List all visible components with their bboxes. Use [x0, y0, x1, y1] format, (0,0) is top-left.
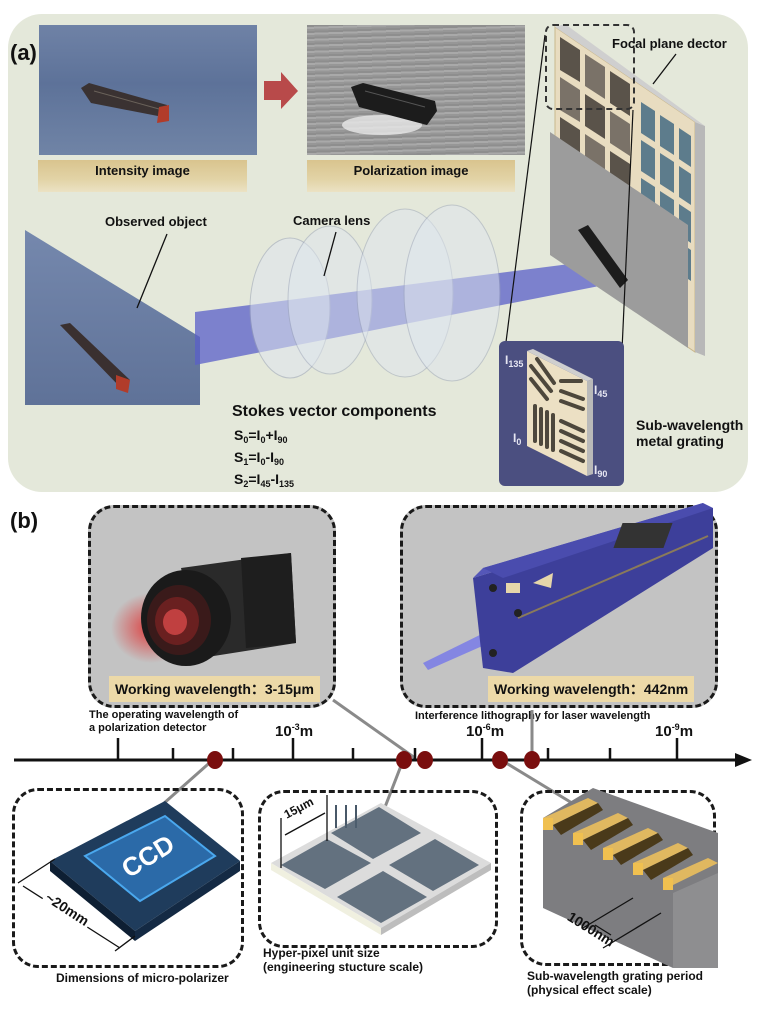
- laser-box: Working wavelength：442nm: [400, 503, 718, 708]
- boat-icon: [81, 83, 169, 123]
- grating-period-caption: Sub-wavelength grating period (physical …: [527, 969, 703, 997]
- stokes-equation-2: S2=I45-I135: [234, 471, 295, 489]
- boat-icon: [342, 83, 437, 135]
- marker-laser: [524, 751, 540, 769]
- stokes-equation-1: S1=I0-I90: [234, 449, 285, 467]
- observed-object-label: Observed object: [105, 214, 207, 229]
- grating-caption-line2: (physical effect scale): [527, 983, 652, 997]
- focal-plane-leader-line: [652, 53, 677, 85]
- ccd-box: CCD ~20mm: [12, 788, 244, 968]
- grating-caption-line1: Sub-wavelength grating period: [527, 969, 704, 983]
- panel-b-label: (b): [10, 508, 39, 533]
- camera-lens-label: Camera lens: [293, 213, 371, 228]
- observed-object-leader-line: [136, 233, 168, 309]
- boat-icon: [578, 225, 628, 288]
- marker-pixel: [396, 751, 412, 769]
- hyper-pixel-box: 15μm: [258, 790, 498, 948]
- marker-grating: [492, 751, 508, 769]
- focal-plane-label: Focal plane dector: [612, 36, 727, 51]
- pixel-caption-line1: Hyper-pixel unit size: [263, 946, 380, 960]
- hyper-pixel-caption: Hyper-pixel unit size (engineering stuct…: [263, 946, 423, 974]
- label-i0: I0: [513, 431, 522, 447]
- tick-label-1e-9: 10-9m: [655, 722, 694, 740]
- lens-4: [403, 204, 501, 382]
- grating-period-icon: [543, 788, 718, 968]
- axis-ticks: [116, 738, 679, 760]
- grating-illustration: [527, 349, 593, 476]
- grating-caption: Sub-wavelength metal grating: [636, 417, 743, 449]
- operating-label-line1: The operating wavelength of: [89, 709, 239, 721]
- label-i45: I45: [594, 383, 608, 399]
- grating-inset: I135 I45 I0 I90: [499, 341, 624, 486]
- arrow-right-icon: [264, 72, 298, 109]
- grating-caption-line1: Sub-wavelength: [636, 417, 744, 433]
- connector-camera: [332, 698, 416, 760]
- ccd-dimension-arrow: [17, 858, 136, 952]
- label-i135: I135: [505, 353, 524, 369]
- light-beam-and-lenses: [195, 204, 640, 382]
- axis-arrow-icon: [735, 753, 752, 767]
- grating-caption-line2: metal grating: [636, 433, 724, 449]
- polarization-image: [307, 25, 525, 155]
- pixel-caption-line2: (engineering stucture scale): [263, 960, 424, 974]
- camera-lens-leader-line: [323, 231, 337, 277]
- operating-wavelength-label: The operating wavelength of a polarizati…: [89, 709, 238, 735]
- intensity-image: [39, 25, 257, 155]
- ccd-caption: Dimensions of micro-polarizer: [56, 971, 229, 985]
- projected-polarization-image: [550, 132, 688, 348]
- tick-label-1e-3: 10-3m: [275, 722, 314, 740]
- label-i90: I90: [594, 463, 608, 479]
- hyper-pixel-grating-icon: [271, 795, 491, 935]
- zoom-region-box: [545, 24, 635, 110]
- polarization-camera-icon: [111, 553, 296, 666]
- marker-camera: [417, 751, 433, 769]
- ccd-chip-icon: [50, 801, 240, 941]
- stokes-title: Stokes vector components: [232, 403, 437, 420]
- tick-label-1e-6: 10-6m: [466, 722, 505, 740]
- observed-object-plane: [25, 230, 200, 405]
- marker-ccd: [207, 751, 223, 769]
- grating-period-box: 1000nm: [520, 788, 718, 968]
- intensity-caption: Intensity image: [38, 160, 247, 192]
- polarization-caption: Polarization image: [307, 160, 515, 192]
- camera-box: Working wavelength：3-15μm: [88, 505, 336, 708]
- zoom-region-lines: [504, 34, 634, 351]
- laser-device-icon: [423, 503, 713, 673]
- stokes-equation-0: S0=I0+I90: [234, 427, 288, 445]
- fan-icon: [613, 523, 673, 548]
- operating-label-line2: a polarization detector: [89, 722, 207, 734]
- laser-wavelength-label: Working wavelength：442nm: [488, 676, 695, 702]
- camera-wavelength-label: Working wavelength：3-15μm: [109, 676, 320, 702]
- panel-a-label: (a): [10, 40, 37, 65]
